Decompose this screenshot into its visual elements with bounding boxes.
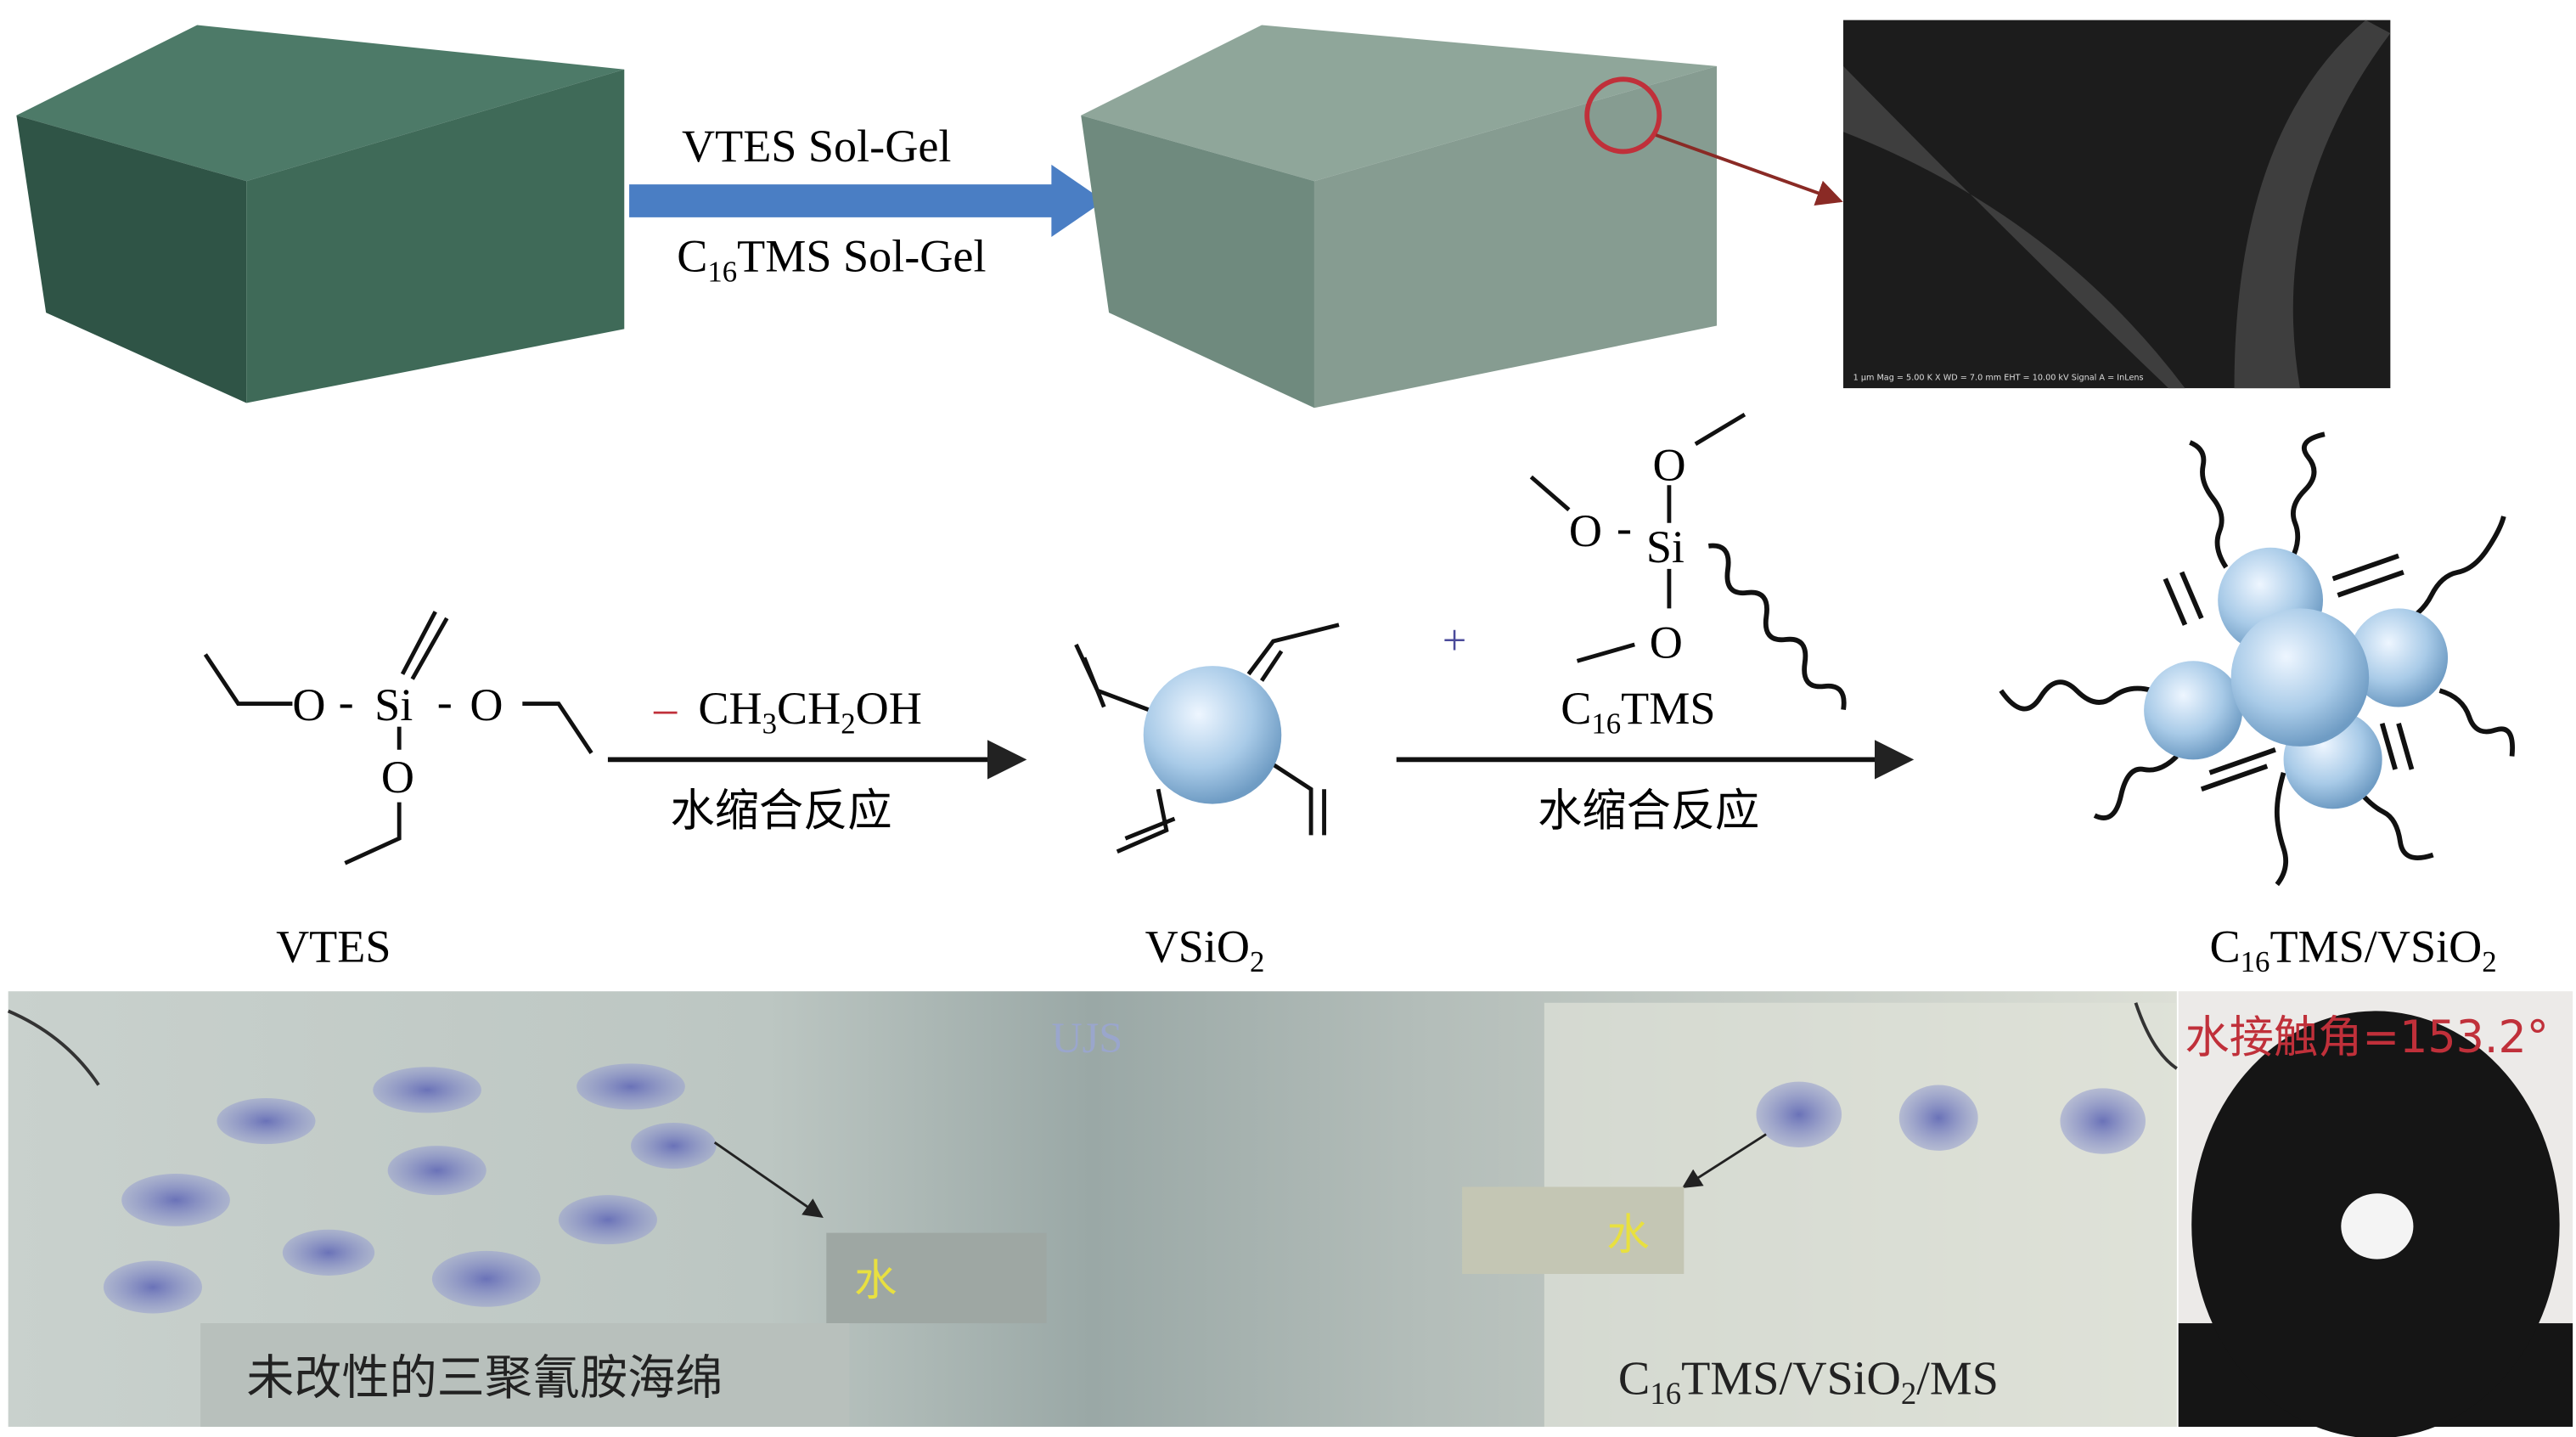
c16tms-vsio2-particle-cluster (1999, 431, 2515, 887)
untreated-sponge-block (16, 25, 625, 403)
step1-condition: 水缩合反应 (670, 786, 891, 837)
left-caption: 未改性的三聚氰胺海绵 (246, 1350, 723, 1406)
svg-text:-: - (1617, 502, 1632, 553)
sem-footer: 1 μm Mag = 5.00 K X WD = 7.0 mm EHT = 10… (1853, 373, 2144, 382)
process-arrow (629, 164, 1105, 238)
svg-text:O: O (381, 752, 414, 803)
step1-reagent: CH3CH2OH (698, 683, 922, 741)
vtes-label: VTES (276, 921, 391, 972)
product-label: C16TMS/VSiO2 (2210, 921, 2497, 978)
watermark: UJS (1051, 1014, 1122, 1062)
vtes-structure: O - Si - O O (203, 611, 593, 865)
c16tms-structure: O O - Si O (1529, 412, 1847, 711)
zoom-circle (1584, 76, 1662, 155)
water-droplet-photo (7, 991, 2178, 1427)
vsio2-particle (1074, 623, 1340, 854)
svg-text:O: O (1569, 505, 1602, 556)
plus-sign: + (1443, 617, 1466, 664)
arrow-label-vtes: VTES Sol-Gel (682, 121, 951, 172)
vsio2-label: VSiO2 (1145, 921, 1265, 978)
sem-image: 1 μm Mag = 5.00 K X WD = 7.0 mm EHT = 10… (1843, 20, 2391, 389)
svg-text:O: O (470, 679, 503, 730)
left-caption-box (200, 1323, 850, 1427)
water-label-box-left (826, 1232, 1047, 1324)
svg-text:O: O (292, 679, 325, 730)
step2-condition: 水缩合反应 (1538, 786, 1759, 837)
step2-reagent: C16TMS (1561, 683, 1715, 741)
svg-text:Si: Si (1646, 521, 1685, 572)
minus-sign: – (653, 683, 678, 734)
water-label-left: 水 (854, 1255, 897, 1305)
right-caption: C16TMS/VSiO2/MS (1618, 1352, 1999, 1411)
svg-text:-: - (339, 676, 354, 727)
contact-angle-label: 水接触角=153.2° (2185, 1012, 2548, 1063)
contact-angle-image (2178, 991, 2573, 1437)
water-label-box-right (1462, 1186, 1685, 1275)
svg-text:-: - (437, 676, 453, 727)
zoom-arrow (1655, 133, 1843, 206)
water-label-right: 水 (1606, 1209, 1649, 1259)
svg-text:O: O (1650, 617, 1683, 668)
arrow-label-c16tms: C16TMS Sol-Gel (677, 231, 986, 289)
svg-text:O: O (1653, 439, 1686, 490)
svg-text:Si: Si (374, 679, 413, 730)
modified-sponge-block (1081, 25, 1718, 409)
